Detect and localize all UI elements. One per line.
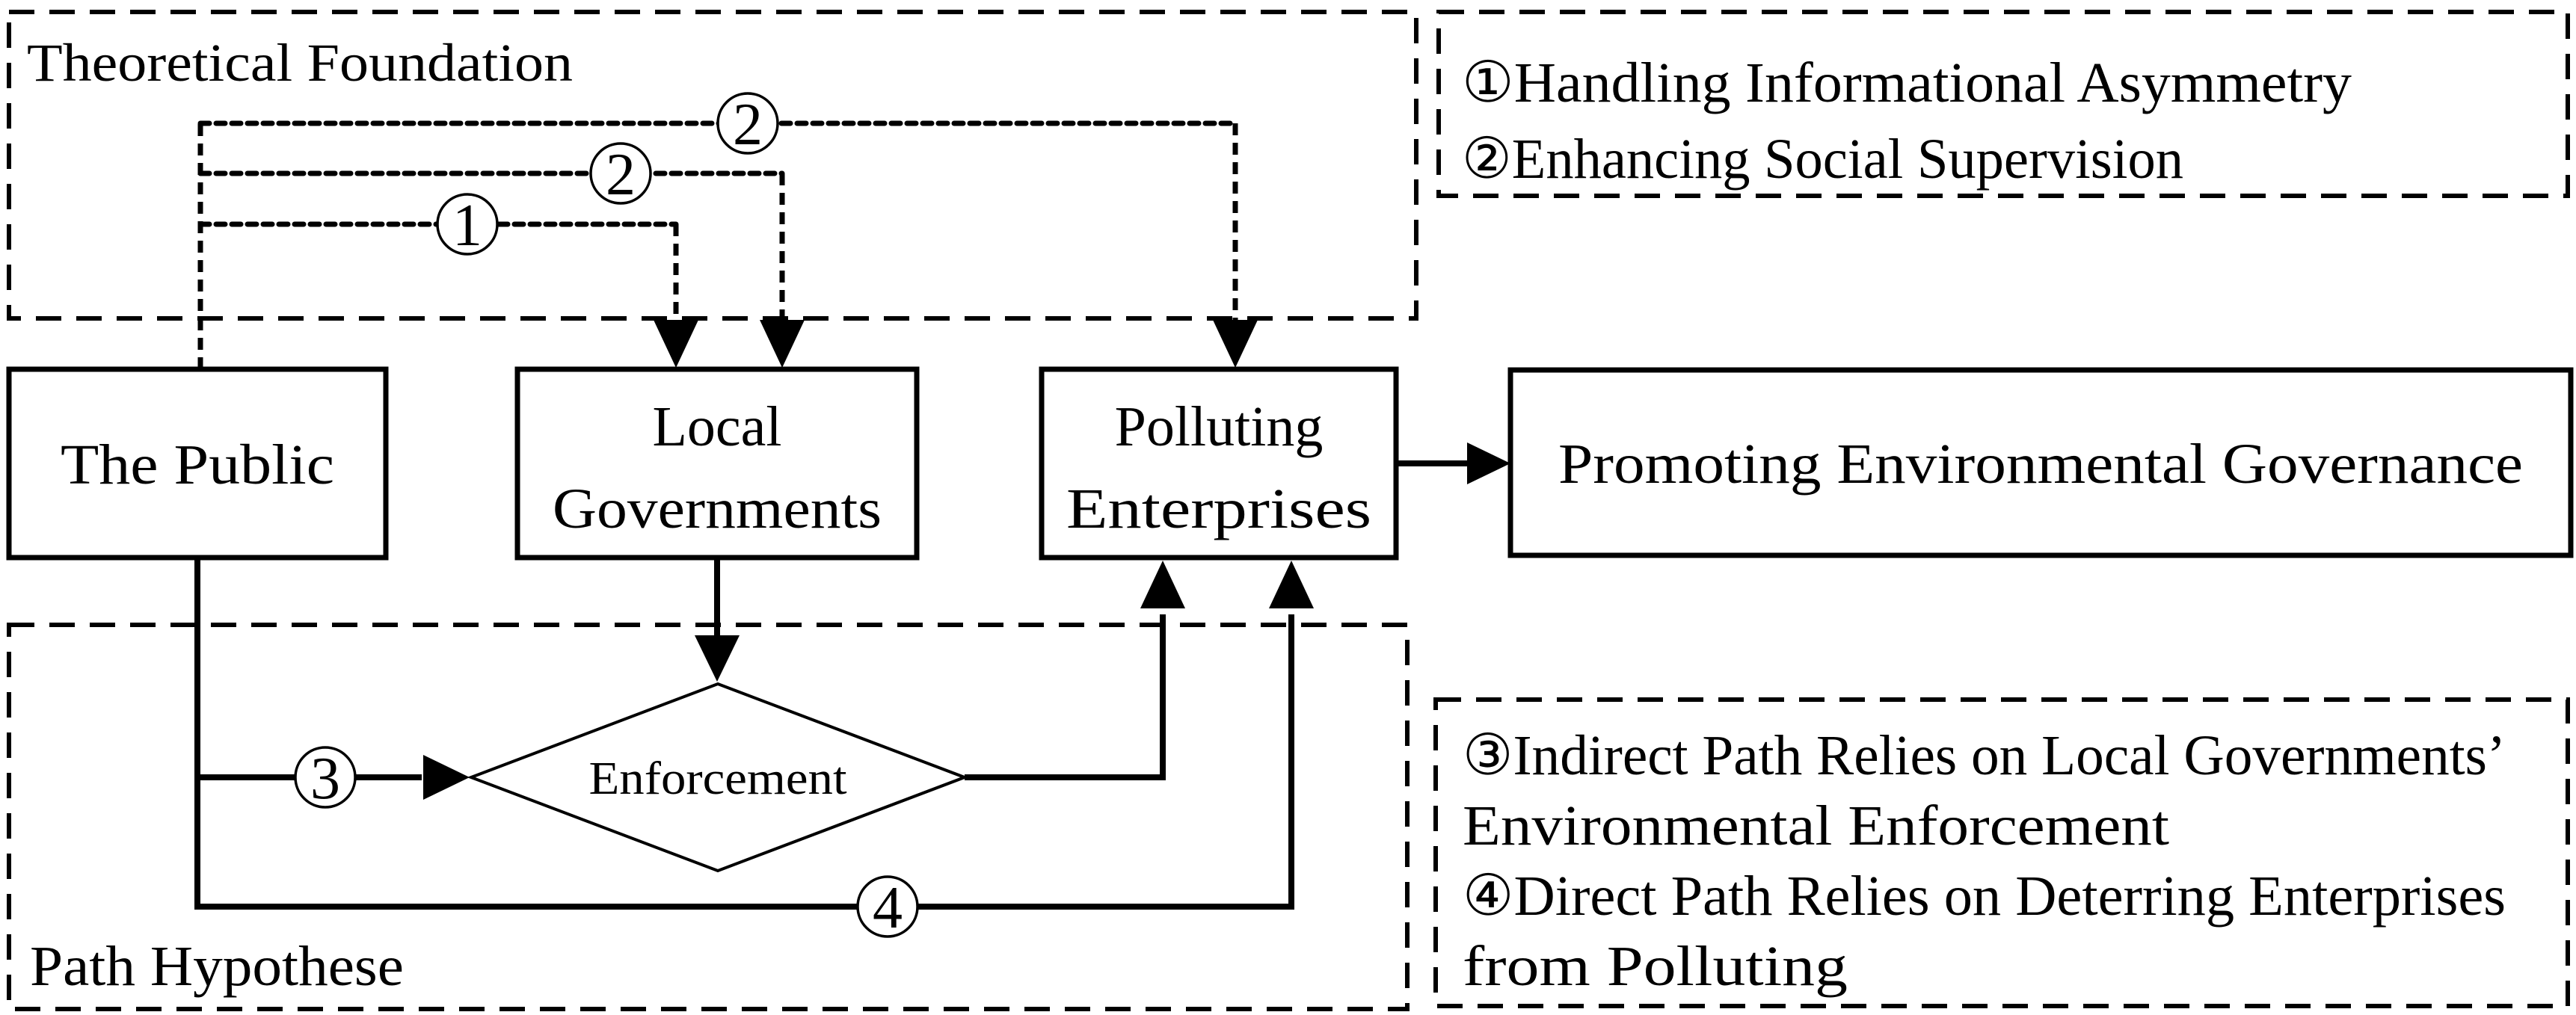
supervision-legend-box <box>1436 10 2570 198</box>
theoretical-foundation-box <box>7 10 1418 321</box>
theoretical-foundation-label: Theoretical Foundation <box>27 33 573 93</box>
supervision-local-arrowhead-icon <box>760 320 805 368</box>
polluting-enterprises-label-line1: Polluting <box>1115 395 1324 458</box>
marker-1-number: 1 <box>452 193 482 259</box>
path-hypothese-label: Path Hypothese <box>30 935 404 998</box>
path-legend-box <box>1433 697 2570 1008</box>
marker-2-local-circle <box>589 142 652 205</box>
local-governments-label-line2: Governments <box>553 478 882 540</box>
marker-4-circle <box>856 875 919 938</box>
indirect-path-arrowhead-icon <box>423 755 470 800</box>
enforcement-arrowhead-icon <box>695 635 740 682</box>
enforcement-enterprises-arrowhead-icon <box>1140 561 1185 608</box>
legend-direct-path-line1: ④Direct Path Relies on Deterring Enterpr… <box>1463 865 2506 928</box>
direct-path-arrowhead-icon <box>1269 561 1314 608</box>
enforcement-label: Enforcement <box>589 753 847 804</box>
marker-2-enterprises-number: 2 <box>733 92 763 158</box>
marker-3-number: 3 <box>310 746 340 812</box>
local-governments-node-box <box>514 366 920 561</box>
polluting-enterprises-node-box <box>1039 366 1399 561</box>
governance-arrowhead-icon <box>1467 442 1510 484</box>
information-local-arrowhead-icon <box>654 320 698 368</box>
public-node-box <box>6 366 389 561</box>
marker-1-circle <box>436 193 499 256</box>
enforcement-to-enterprises-line <box>965 614 1166 780</box>
marker-2-local-number: 2 <box>606 142 636 208</box>
local-governments-label-line1: Local <box>652 395 781 458</box>
marker-4-number: 4 <box>873 875 903 941</box>
promoting-governance-label: Promoting Environmental Governance <box>1558 433 2523 496</box>
polluting-enterprises-label-line2: Enterprises <box>1066 478 1371 540</box>
public-node-label: The Public <box>61 434 334 496</box>
enforcement-diamond <box>467 682 969 873</box>
path-hypothese-box <box>7 623 1410 1011</box>
supervision-enterprises-arrowhead-icon <box>1213 320 1258 368</box>
marker-2-enterprises-circle <box>716 92 779 155</box>
marker-3-circle <box>294 746 357 809</box>
legend-indirect-path-line1: ③Indirect Path Relies on Local Governmen… <box>1463 724 2506 787</box>
legend-handling-informational-asymmetry: ①Handling Informational Asymmetry <box>1462 52 2352 114</box>
promoting-governance-node-box <box>1507 367 2574 558</box>
direct-path-line <box>194 558 1294 910</box>
legend-direct-path-line2: from Polluting <box>1463 935 1848 998</box>
legend-enhancing-social-supervision: ②Enhancing Social Supervision <box>1462 128 2183 191</box>
legend-indirect-path-line2: Environmental Enforcement <box>1463 795 2169 857</box>
